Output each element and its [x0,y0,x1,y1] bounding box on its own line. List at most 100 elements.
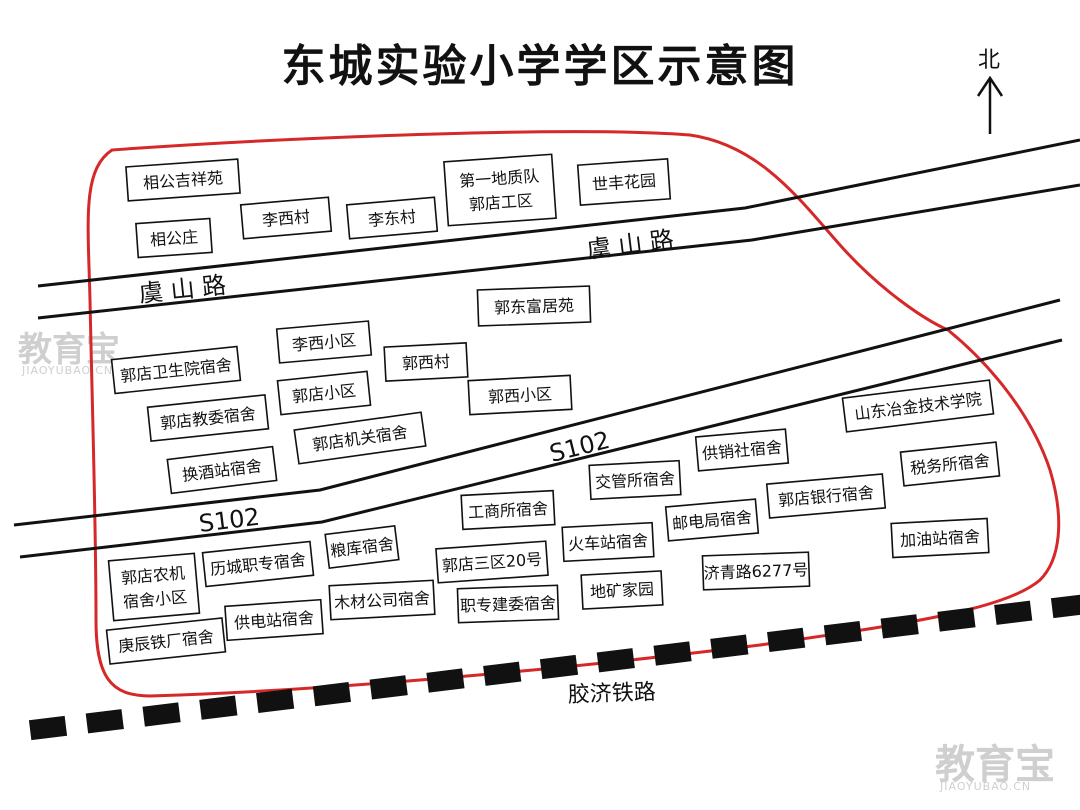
north-label: 北 [978,48,1001,73]
place-box-guoxicun: 郭西村 [383,342,469,382]
place-label: 木材公司宿舍 [334,588,431,612]
place-box-frame [460,489,556,531]
s102-road [13,298,1063,559]
place-box-frame [890,517,990,559]
place-label: 郭西村 [402,352,451,373]
railway-sleeper [937,607,976,632]
place-box-frame [383,342,469,382]
watermark-text-left: 教育宝 [18,330,120,370]
place-box-frame [345,196,439,240]
place-box-guodiansanqu: 郭店三区20号 [435,540,549,584]
place-box-gongdianzhan: 供电站宿舍 [224,598,324,642]
railway-sleeper [199,695,238,720]
district-boundary [86,130,1061,698]
place-box-frame [435,540,549,584]
railway-sleeper [596,648,635,673]
place-box-frame [694,428,790,472]
place-box-shandongyejin: 山东冶金技术学院 [841,379,995,433]
place-box-huanjiuzhan: 换酒站宿舍 [166,445,278,495]
railway-sleeper [1050,593,1080,619]
place-box-youdianju: 邮电局宿舍 [664,498,760,542]
railway-label: 胶济铁路 [567,680,656,708]
place-box-frame [701,551,811,591]
place-box-gengchentiechang: 庚辰铁厂宿舍 [105,617,227,665]
place-box-liangku: 粮库宿舍 [324,524,400,570]
railway-sleeper [767,627,806,653]
place-box-jiayouzhan: 加油站宿舍 [890,517,990,559]
place-box-frame [105,617,227,665]
place-box-jiqinglu: 济青路6277号 [701,551,811,591]
place-box-frame [765,473,887,519]
place-label: 火车站宿舍 [568,531,649,554]
watermark-sub-left: JIAOYUBAO.CN [22,364,114,377]
place-box-lichengzhizhuan: 历城职专宿舍 [201,540,315,588]
place-box-frame [841,379,995,433]
place-label: 郭店工区 [468,191,533,214]
place-label: 李西村 [261,207,310,230]
place-box-frame [443,153,557,227]
place-box-frame [328,579,436,621]
railway-sleeper [312,681,351,707]
place-box-guodianweishengyuan: 郭店卫生院宿舍 [110,345,242,395]
place-label: 李东村 [367,207,416,230]
place-box-gongshangsuo: 工商所宿舍 [460,489,556,531]
place-box-frame [110,345,242,395]
place-box-xianggongjixiangyuan: 相公吉祥苑 [125,158,241,202]
place-box-xianggongzhuang: 相公庄 [135,217,213,259]
place-box-frame [135,217,213,259]
place-box-guodianyinhang: 郭店银行宿舍 [765,473,887,519]
railway-sleeper [653,641,692,666]
place-label: 加油站宿舍 [900,527,981,550]
s102-road-label-right: S102 [547,426,613,468]
place-box-frame [107,552,201,622]
place-label: 交管所宿舍 [595,469,676,492]
railway-sleeper [880,614,919,639]
place-box-frame [201,540,315,588]
place-box-frame [293,411,427,465]
place-box-guoxixiaoqu: 郭西小区 [467,374,573,416]
map-title: 东城实验小学学区示意图 [281,41,799,92]
railway-sleeper [369,675,408,700]
yushan-road-label-right: 虞 山 路 [585,226,675,264]
place-box-guodianjiaowei: 郭店教委宿舍 [146,394,270,442]
place-box-frame [224,598,324,642]
place-box-frame [276,370,372,416]
place-label: 济青路6277号 [703,560,808,583]
north-arrow-icon [976,75,1004,134]
place-box-frame [166,445,278,495]
place-box-guodongfujuyuan: 郭东富居苑 [476,285,592,327]
railway-sleeper [85,709,124,734]
railway-sleeper [142,702,181,727]
railway-sleeper [994,600,1033,625]
yushan-road [37,138,1080,320]
place-box-frame [588,459,682,501]
place-box-frame [899,441,1001,487]
place-box-frame [580,570,664,610]
place-box-shuiwusuo: 税务所宿舍 [899,441,1001,487]
railway-sleeper [823,620,862,646]
place-box-frame [476,285,592,327]
place-box-frame [576,158,672,206]
s102-road-label-left: S102 [197,503,261,538]
place-label: 地矿家园 [590,579,655,601]
place-box-guodianjiguan: 郭店机关宿舍 [293,411,427,465]
railway-sleeper [256,688,295,714]
place-label: 职专建委宿舍 [460,593,557,615]
place-box-huochezhan: 火车站宿舍 [561,521,655,563]
place-box-frame [664,498,760,542]
place-label: 世丰花园 [591,171,656,194]
place-box-mucaigongsi: 木材公司宿舍 [328,579,436,621]
railway-track [28,593,1080,741]
place-box-frame [146,394,270,442]
place-label: 相公庄 [149,227,198,249]
place-box-frame [125,158,241,202]
place-box-zhizhuanjianwei: 职专建委宿舍 [456,584,560,624]
place-box-lixicun: 李西村 [239,196,333,240]
place-layer: 相公吉祥苑相公庄李西村李东村第一地质队郭店工区世丰花园郭东富居苑李西小区郭店卫生… [105,153,1001,665]
place-box-dikuangjiayuan: 地矿家园 [580,570,664,610]
place-box-gongxiaoshe: 供销社宿舍 [694,428,790,472]
